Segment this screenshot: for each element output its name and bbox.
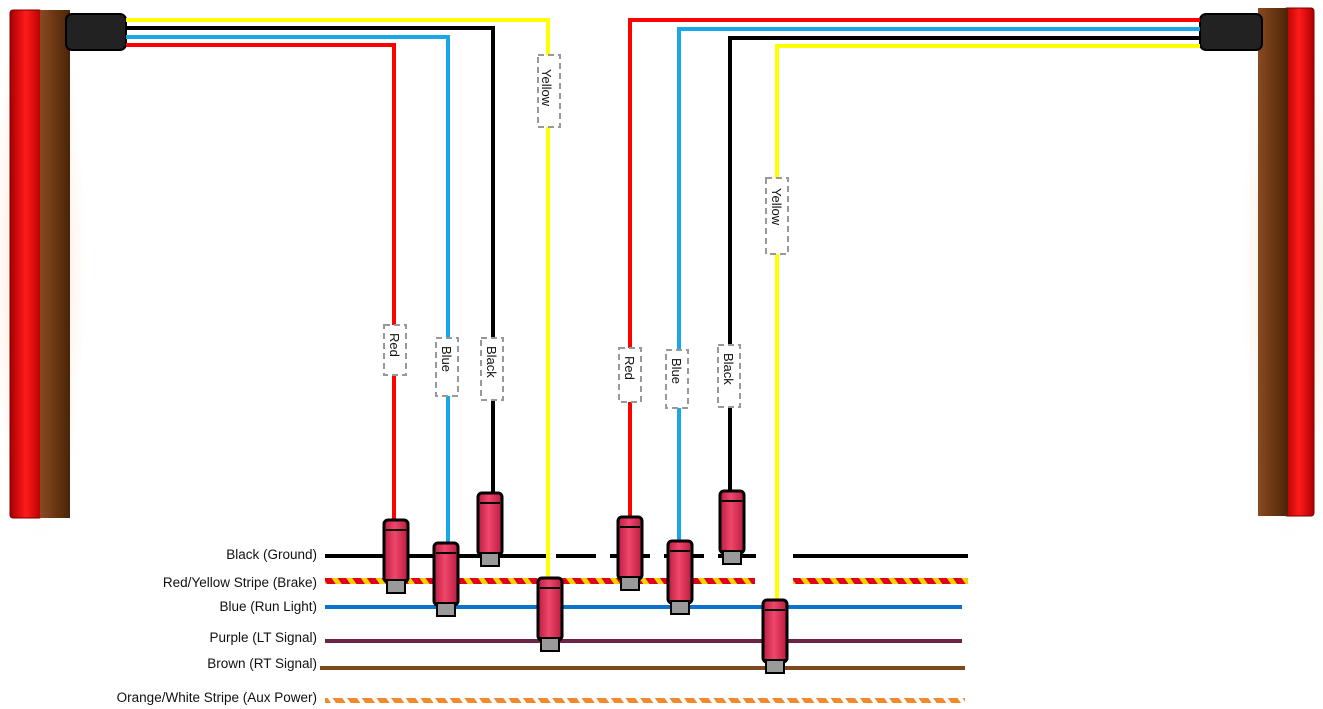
bus-label-brake: Red/Yellow Stripe (Brake) [162, 575, 317, 590]
left-red-wire [126, 43, 396, 545]
bus-label-lt-signal: Purple (LT Signal) [209, 630, 317, 645]
left-wire-plug [65, 13, 127, 51]
left-yellow-label: Yellow [537, 54, 561, 128]
bus-label-run-light: Blue (Run Light) [219, 599, 317, 614]
svg-text:Black: Black [721, 353, 736, 385]
right-wire-plug [1199, 13, 1263, 51]
left-blue-wire [126, 35, 450, 570]
bus-label-aux-power: Orange/White Stripe (Aux Power) [116, 690, 317, 705]
svg-text:Blue: Blue [669, 358, 684, 384]
right-tail-light [1199, 0, 1323, 540]
right-yellow-wire [775, 44, 1200, 625]
right-black-tap [718, 489, 746, 565]
right-yellow-label: Yellow [765, 177, 789, 255]
right-black-label: Black [717, 344, 741, 408]
right-red-wire [628, 18, 1200, 540]
tap-connectors [382, 489, 789, 674]
svg-text:Black: Black [484, 346, 499, 378]
right-blue-label: Blue [665, 349, 689, 409]
left-tail-light [0, 0, 127, 540]
svg-text:Red: Red [387, 333, 402, 357]
right-blue-wire [677, 27, 1200, 565]
svg-text:Red: Red [622, 356, 637, 380]
svg-text:Yellow: Yellow [539, 69, 554, 107]
bus-aux-power [325, 698, 965, 703]
svg-text:Blue: Blue [439, 346, 454, 372]
bus-brake [325, 578, 968, 584]
bus-label-ground: Black (Ground) [226, 547, 317, 562]
right-yellow-tap [761, 598, 789, 674]
left-black-wire [126, 26, 495, 520]
bus-label-rt-signal: Brown (RT Signal) [207, 656, 317, 671]
left-blue-label: Blue [435, 337, 459, 397]
left-red-tap [382, 518, 410, 594]
right-blue-tap [666, 539, 694, 615]
left-red-label: Red [383, 324, 407, 376]
right-red-tap [616, 515, 644, 591]
right-wires [628, 18, 1200, 625]
right-black-wire [728, 36, 1200, 515]
left-yellow-wire [126, 18, 550, 605]
bus-lines [320, 554, 968, 703]
left-blue-tap [432, 541, 460, 617]
left-yellow-tap [536, 576, 564, 652]
wire-labels: Yellow Red Blue Black Yellow Red Blue B [383, 54, 789, 409]
left-black-tap [476, 491, 504, 567]
left-black-label: Black [480, 337, 504, 401]
svg-text:Yellow: Yellow [769, 188, 784, 226]
right-red-label: Red [618, 347, 642, 403]
